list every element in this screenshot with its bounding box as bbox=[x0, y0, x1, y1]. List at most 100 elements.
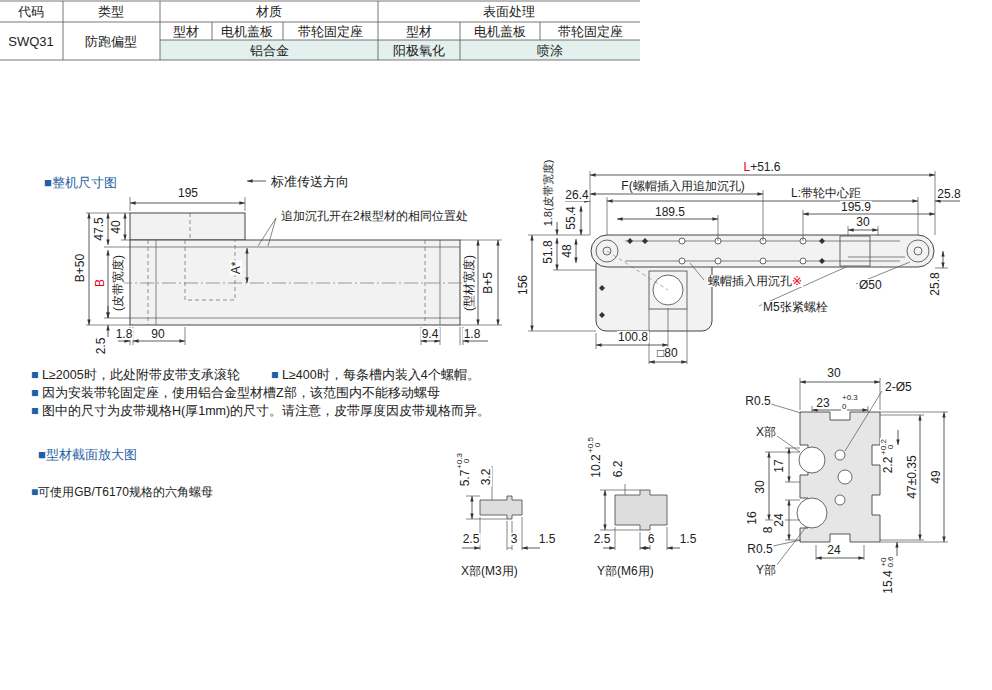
dim-line bbox=[125, 213, 126, 240]
dimension-label: B+5 bbox=[482, 271, 494, 295]
callout-text: X部 bbox=[755, 426, 777, 438]
highlight-mark: ※ bbox=[792, 274, 802, 288]
note-text: ■ 因为安装带轮固定座，使用铝合金型材槽Z部，该范围内不能移动螺母 bbox=[30, 387, 441, 400]
dimension-label: L:带轮中心距 bbox=[790, 187, 862, 199]
table-cell: 类型 bbox=[97, 5, 125, 18]
dimension-label: (皮带宽度) bbox=[112, 254, 124, 312]
tension-bolt bbox=[848, 257, 905, 258]
dimension-label: 47±0.35 bbox=[906, 454, 918, 499]
hidden-lines bbox=[148, 213, 425, 325]
note-text: ■可使用GB/T6170规格的六角螺母 bbox=[30, 486, 214, 498]
callout-text: Y部 bbox=[755, 564, 777, 576]
highlight-mark: ■ bbox=[31, 386, 39, 400]
conveyor-bar bbox=[591, 235, 934, 267]
dim-line bbox=[920, 415, 921, 540]
dimension-label: 0 bbox=[463, 458, 471, 464]
dim-line bbox=[498, 240, 499, 325]
table-cell: 铝合金 bbox=[249, 44, 290, 57]
dimension-label: Ø50 bbox=[858, 279, 883, 291]
dim-line bbox=[247, 248, 248, 283]
dim-line bbox=[478, 240, 479, 325]
dim-line bbox=[649, 362, 687, 363]
dim-line bbox=[472, 496, 473, 519]
dim-line bbox=[812, 410, 868, 411]
dimension-label: 6.2 bbox=[612, 460, 624, 479]
dim-line bbox=[935, 201, 960, 202]
dim-line bbox=[557, 238, 558, 270]
dim-line bbox=[943, 251, 944, 268]
dim-line bbox=[133, 341, 185, 342]
highlight-mark: L bbox=[743, 160, 750, 174]
dimension-label: 49 bbox=[930, 469, 942, 484]
dimension-label: 0.6 bbox=[887, 555, 895, 568]
dim-line bbox=[89, 213, 90, 325]
table-grid bbox=[0, 1, 640, 60]
frame-body bbox=[130, 240, 460, 325]
table-cell: 表面处理 bbox=[482, 5, 536, 18]
table-cell: 型材 bbox=[405, 25, 433, 38]
dimension-label: 1.5 bbox=[538, 533, 557, 545]
dim-line bbox=[590, 194, 763, 195]
leader-line bbox=[690, 262, 910, 306]
table-cell: 喷涂 bbox=[536, 44, 564, 57]
callout-text: 标准传送方向 bbox=[270, 175, 350, 188]
direction-arrow bbox=[247, 181, 266, 182]
dim-line bbox=[507, 548, 512, 549]
dim-line bbox=[108, 325, 109, 337]
note-text: ■ L≥400时，每条槽内装入4个螺帽。 bbox=[270, 369, 481, 382]
dim-line bbox=[108, 213, 109, 245]
leader-line bbox=[771, 391, 882, 566]
dimension-label: 90 bbox=[150, 328, 165, 340]
table-cell: 防跑偏型 bbox=[84, 35, 138, 48]
dimension-label: 25.8 bbox=[936, 188, 961, 200]
dim-line bbox=[130, 203, 245, 204]
dim-line bbox=[463, 341, 488, 342]
dimension-label: 10.2 bbox=[590, 453, 602, 478]
dimension-label: 16 bbox=[746, 510, 758, 525]
section-heading: ■整机尺寸图 bbox=[43, 176, 118, 189]
extension-lines bbox=[528, 171, 948, 364]
motor-cover bbox=[130, 213, 245, 240]
dim-line bbox=[897, 542, 898, 556]
dim-line bbox=[462, 548, 480, 549]
dimension-label: 9.4 bbox=[421, 328, 440, 340]
extension-lines bbox=[86, 197, 502, 345]
callout-text: 螺帽插入用沉孔※ bbox=[707, 275, 803, 287]
dimension-label: 48 bbox=[561, 243, 573, 258]
dim-line bbox=[118, 341, 130, 342]
dimension-label: 2.2 bbox=[882, 456, 894, 475]
dimension-label: 5.7 bbox=[459, 469, 471, 488]
dim-line bbox=[557, 222, 558, 235]
dim-line bbox=[605, 490, 606, 530]
dim-line bbox=[769, 452, 770, 520]
dimension-label: 17 bbox=[773, 458, 785, 473]
dimension-label: A* bbox=[230, 261, 242, 276]
y-slot-shape bbox=[615, 490, 667, 530]
dimension-label: 0 bbox=[594, 442, 602, 448]
table-cell: 代码 bbox=[17, 5, 45, 18]
table-cell: 电机盖板 bbox=[220, 25, 274, 38]
holes bbox=[679, 238, 806, 264]
dim-line bbox=[576, 239, 577, 263]
dimension-label: 2.5 bbox=[95, 337, 107, 356]
dimension-label: 26.4 bbox=[564, 189, 589, 201]
dim-line bbox=[522, 548, 540, 549]
dim-line bbox=[108, 306, 109, 318]
center-line bbox=[118, 283, 472, 284]
dim-line bbox=[789, 500, 790, 540]
profile-holes bbox=[797, 447, 852, 528]
dim-line bbox=[596, 345, 668, 346]
dim-line bbox=[816, 558, 864, 559]
dim-line bbox=[803, 214, 935, 215]
dim-line bbox=[848, 230, 878, 231]
profile-lines bbox=[130, 240, 460, 325]
tension-block bbox=[840, 236, 870, 266]
dimension-label: 30 bbox=[826, 367, 841, 379]
highlight-mark: ■ bbox=[31, 485, 38, 499]
section-heading: ■型材截面放大图 bbox=[37, 448, 138, 461]
dimension-label: L+51.6 bbox=[742, 161, 781, 173]
dim-line bbox=[617, 219, 718, 220]
callout-text: Y部(M6用) bbox=[596, 565, 655, 577]
